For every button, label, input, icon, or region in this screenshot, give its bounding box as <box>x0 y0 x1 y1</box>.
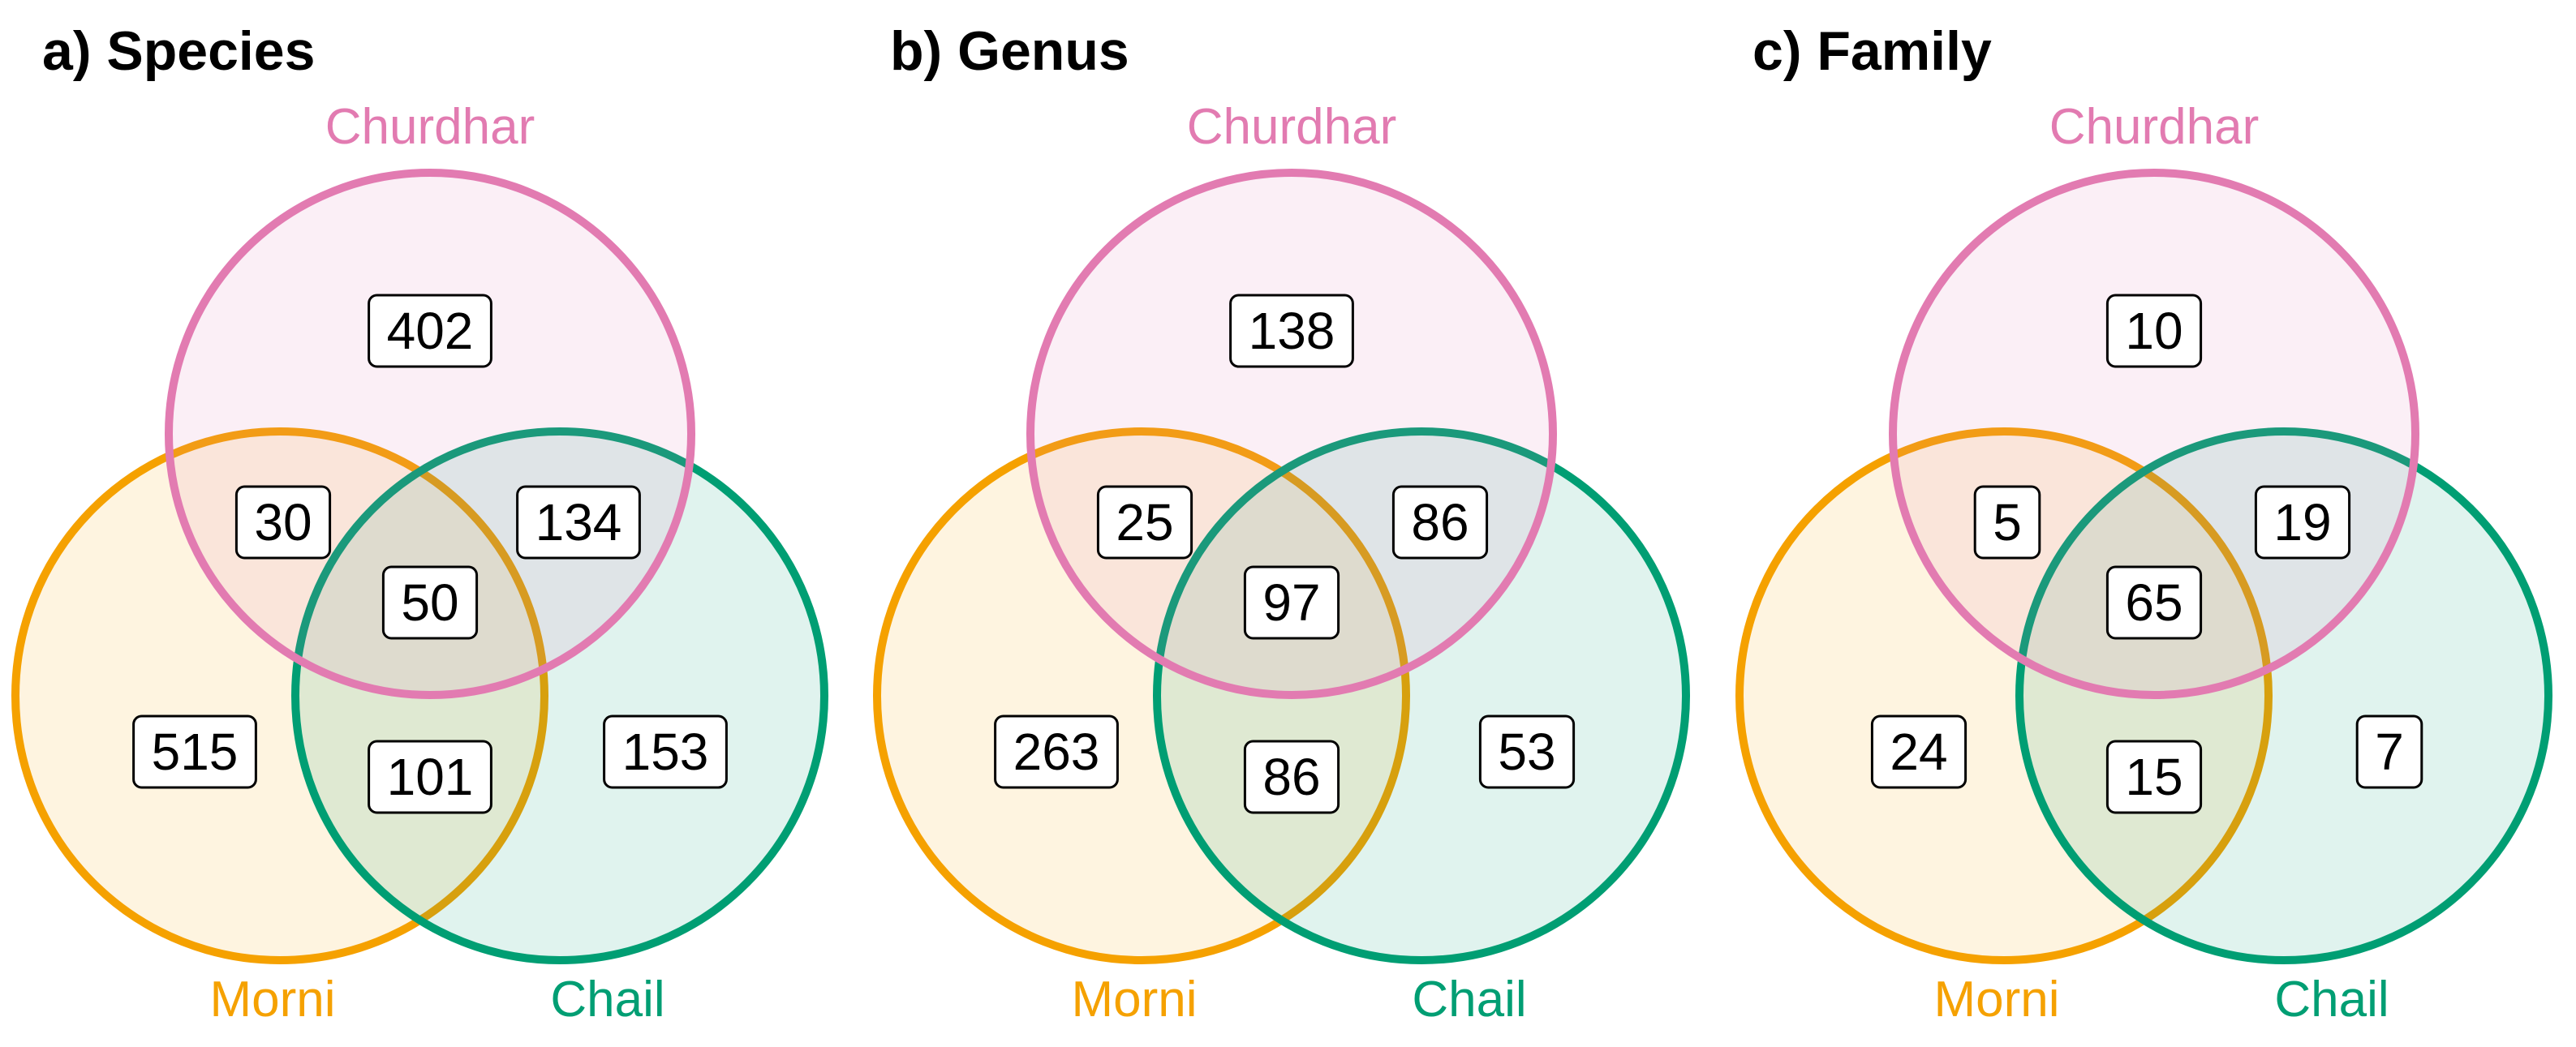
panel-genus: b) Genus Churdhar Morni Chail 138 25 86 … <box>873 20 1690 1028</box>
count-morni-only: 24 <box>1870 714 1967 789</box>
count-all-three: 50 <box>381 565 479 640</box>
svg-text:15: 15 <box>2125 748 2183 806</box>
svg-text:263: 263 <box>1013 723 1100 781</box>
label-churdhar: Churdhar <box>1187 99 1396 155</box>
count-churdhar-chail: 19 <box>2254 485 2351 560</box>
circle-morni <box>11 427 548 964</box>
svg-text:30: 30 <box>254 493 312 551</box>
count-churdhar-only: 10 <box>2105 294 2203 368</box>
svg-text:134: 134 <box>535 493 622 551</box>
svg-text:138: 138 <box>1249 302 1335 360</box>
count-morni-only: 515 <box>132 714 257 789</box>
svg-text:515: 515 <box>152 723 239 781</box>
count-churdhar-chail: 86 <box>1391 485 1489 560</box>
svg-text:101: 101 <box>387 748 474 806</box>
count-morni-chail: 101 <box>368 740 492 814</box>
label-churdhar: Churdhar <box>325 99 535 155</box>
svg-text:65: 65 <box>2125 573 2183 632</box>
label-chail: Chail <box>2274 972 2389 1028</box>
label-morni: Morni <box>1071 972 1197 1028</box>
svg-text:10: 10 <box>2125 302 2183 360</box>
label-chail: Chail <box>550 972 664 1028</box>
circle-churdhar <box>165 169 695 699</box>
circle-chail <box>1153 427 1690 964</box>
svg-text:86: 86 <box>1262 748 1320 806</box>
label-morni: Morni <box>1933 972 2059 1028</box>
count-morni-chail: 86 <box>1243 740 1340 814</box>
panel-title: a) Species <box>42 20 315 82</box>
panel-family: c) Family Churdhar Morni Chail 10 5 19 6… <box>1735 20 2552 1028</box>
svg-text:5: 5 <box>1993 493 2022 551</box>
panel-species: a) Species Churdhar Morni Chail 402 30 1… <box>11 20 828 1028</box>
count-churdhar-morni: 5 <box>1973 485 2041 560</box>
circle-morni <box>1735 427 2273 964</box>
svg-text:53: 53 <box>1498 723 1555 781</box>
panel-title: b) Genus <box>890 20 1129 82</box>
count-chail-only: 153 <box>603 714 728 789</box>
svg-text:24: 24 <box>1890 723 1947 781</box>
count-churdhar-only: 402 <box>368 294 492 368</box>
svg-text:153: 153 <box>622 723 709 781</box>
count-all-three: 97 <box>1243 565 1340 640</box>
label-chail: Chail <box>1412 972 1526 1028</box>
count-churdhar-morni: 25 <box>1096 485 1193 560</box>
svg-text:97: 97 <box>1262 573 1320 632</box>
svg-text:7: 7 <box>2375 723 2404 781</box>
count-all-three: 65 <box>2105 565 2203 640</box>
circle-churdhar <box>1889 169 2419 699</box>
count-morni-chail: 15 <box>2105 740 2203 814</box>
label-morni: Morni <box>209 972 335 1028</box>
count-churdhar-morni: 30 <box>234 485 332 560</box>
svg-text:50: 50 <box>401 573 458 632</box>
count-churdhar-chail: 134 <box>516 485 641 560</box>
count-chail-only: 53 <box>1478 714 1576 789</box>
svg-text:25: 25 <box>1116 493 1173 551</box>
circle-chail <box>291 427 828 964</box>
count-chail-only: 7 <box>2355 714 2423 789</box>
panel-title: c) Family <box>1752 20 1992 82</box>
label-churdhar: Churdhar <box>2049 99 2259 155</box>
circle-chail <box>2015 427 2552 964</box>
svg-text:402: 402 <box>387 302 474 360</box>
svg-text:19: 19 <box>2273 493 2331 551</box>
count-morni-only: 263 <box>994 714 1119 789</box>
count-churdhar-only: 138 <box>1229 294 1354 368</box>
circle-morni <box>873 427 1410 964</box>
circle-churdhar <box>1026 169 1557 699</box>
svg-text:86: 86 <box>1411 493 1469 551</box>
